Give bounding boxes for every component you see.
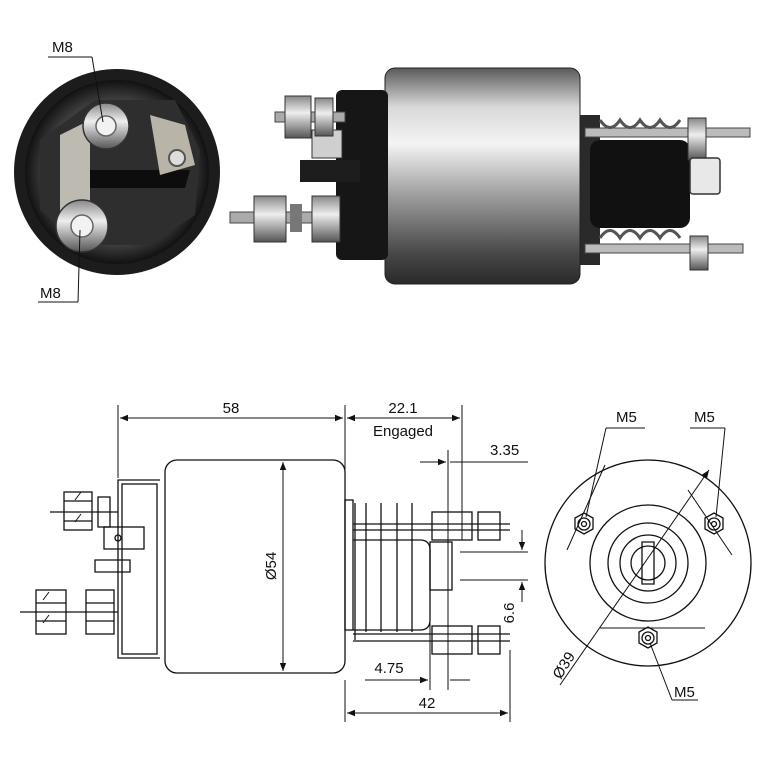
drawing-spade (103, 526, 145, 550)
end-view-plunger-outer (619, 534, 677, 592)
end-view-callouts (585, 427, 726, 701)
stud-end-top (95, 115, 117, 137)
end-view-plunger-inner (630, 545, 666, 581)
drawing-plunger-eye (429, 541, 453, 591)
drawing-spade-hole (114, 534, 122, 542)
drawing-tiebolt-nut-upper-2 (477, 511, 501, 541)
nut-lower (689, 235, 709, 271)
end-view-stud-bottom (638, 626, 658, 649)
drawing-spring (354, 503, 413, 640)
dim-body-length: 58 (223, 400, 240, 417)
drawing-can-body (164, 459, 346, 674)
dim-plunger-offset: 3.35 (490, 442, 519, 459)
label-m5-bottom: M5 (674, 684, 695, 701)
drawing-boss (94, 559, 131, 573)
plunger-eye (689, 157, 721, 195)
end-view-bolt-circle (589, 504, 707, 622)
solenoid-can (384, 67, 581, 285)
end-view-centerline-b (687, 489, 733, 556)
photo-side-view (229, 67, 751, 285)
drawing-plunger (353, 539, 431, 631)
drawing-nut-lower-outer (35, 589, 67, 635)
nut-upper (687, 117, 707, 161)
photo-end-view (14, 69, 220, 275)
terminal-nut-bottom-side (253, 195, 287, 243)
dim-slot-width: 6.6 (501, 603, 518, 624)
terminal-nut-top-side (284, 95, 312, 139)
label-m8-top: M8 (52, 39, 73, 56)
drawing-break-marks (42, 491, 82, 624)
drawing-side-view (20, 459, 510, 674)
drawing-front-cap (117, 479, 160, 659)
end-view-slot (641, 541, 655, 585)
label-m5-top-left: M5 (616, 409, 637, 426)
end-view-diameter-leader (559, 469, 710, 686)
dim-stroke-note: Engaged (373, 423, 433, 440)
label-m8-bottom: M8 (40, 285, 61, 302)
cap-boss (300, 160, 360, 182)
dim-rear-length: 42 (419, 695, 436, 712)
terminal-washer-bottom (290, 204, 302, 232)
end-view-outer (544, 459, 752, 667)
terminal-washer-top (314, 97, 334, 137)
terminal-nut-bottom-inner (311, 195, 341, 243)
end-view-stud-top-right (704, 512, 724, 535)
label-m5-top-right: M5 (694, 409, 715, 426)
drawing-nut-upper (63, 491, 93, 531)
dim-plunger-recess: 4.75 (374, 660, 403, 677)
tie-bolt-upper (584, 127, 751, 138)
drawing-cap-inner (121, 483, 158, 655)
return-spring (598, 117, 682, 241)
drawing-nut-lower-inner (85, 589, 115, 635)
drawing-end-view (544, 459, 752, 686)
end-view-boss (607, 522, 689, 604)
drawing-rear-flange (344, 499, 354, 631)
end-view-centerline-a (566, 464, 606, 551)
dim-stroke: 22.1 (388, 400, 417, 417)
stud-end-bottom (70, 214, 94, 238)
dimension-lines (117, 405, 528, 722)
dim-diameter: Ø54 (263, 552, 280, 580)
drawing-tiebolt-nut-upper (431, 511, 473, 541)
dim-bolt-circle: Ø39 (549, 649, 578, 682)
drawing-tiebolt-nut-lower (431, 625, 473, 655)
photo-terminal-bottom-callout: M8 (38, 229, 81, 303)
photo-terminal-top-callout: M8 (48, 39, 104, 123)
plunger-body (590, 140, 690, 228)
drawing-washer-upper (97, 496, 111, 528)
front-cap (336, 90, 388, 260)
dimension-labels: 58 22.1 Engaged 3.35 Ø54 6.6 4.75 42 (223, 400, 520, 712)
center-divider (75, 170, 190, 188)
drawing-tiebolt-nut-lower-2 (477, 625, 501, 655)
tie-bolt-lower (584, 243, 744, 254)
tab-hole (168, 149, 186, 167)
end-view-stud-top-left (574, 512, 594, 535)
